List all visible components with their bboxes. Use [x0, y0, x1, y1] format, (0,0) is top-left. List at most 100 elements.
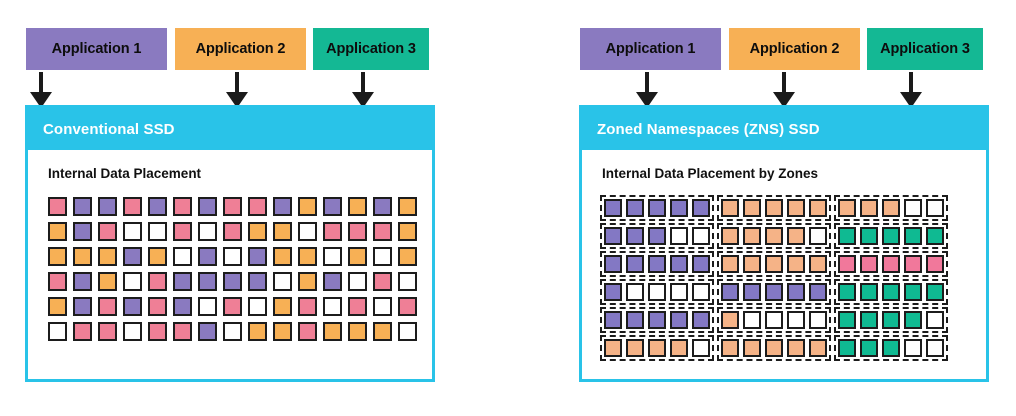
data-block — [809, 311, 827, 329]
arrow-head — [30, 92, 52, 108]
data-block — [198, 197, 217, 216]
data-block — [98, 247, 117, 266]
data-block — [323, 322, 342, 341]
data-block — [809, 283, 827, 301]
zone-cluster — [834, 307, 948, 333]
data-block — [721, 199, 739, 217]
data-block — [692, 227, 710, 245]
app-box-application-2: Application 2 — [729, 28, 860, 70]
data-block — [398, 322, 417, 341]
data-block — [809, 227, 827, 245]
panel-zns-ssd: Application 1 Application 2 Application … — [508, 0, 1016, 416]
data-block — [626, 199, 644, 217]
data-block — [648, 283, 666, 301]
app-box-application-2: Application 2 — [175, 28, 306, 70]
data-block — [73, 247, 92, 266]
data-block — [860, 283, 878, 301]
data-block — [48, 272, 67, 291]
data-block — [648, 227, 666, 245]
arrow-shaft — [235, 72, 239, 96]
app-box-label: Application 1 — [51, 41, 142, 57]
data-block — [626, 255, 644, 273]
data-block — [298, 197, 317, 216]
data-block — [648, 339, 666, 357]
data-block — [398, 222, 417, 241]
data-block — [123, 272, 142, 291]
data-block — [123, 247, 142, 266]
data-block — [604, 227, 622, 245]
data-block — [692, 199, 710, 217]
data-block — [48, 247, 67, 266]
data-block — [721, 311, 739, 329]
data-block — [248, 247, 267, 266]
data-block — [604, 255, 622, 273]
data-block — [648, 311, 666, 329]
data-block — [692, 255, 710, 273]
zone-cluster — [600, 307, 714, 333]
data-block — [882, 283, 900, 301]
data-block — [904, 311, 922, 329]
data-block — [48, 297, 67, 316]
data-block — [765, 227, 783, 245]
data-block — [148, 322, 167, 341]
data-block — [373, 272, 392, 291]
data-block — [273, 222, 292, 241]
data-block — [248, 272, 267, 291]
data-block — [373, 297, 392, 316]
data-block — [173, 322, 192, 341]
data-block — [373, 222, 392, 241]
data-block — [860, 339, 878, 357]
data-block — [626, 283, 644, 301]
zone-cluster — [834, 223, 948, 249]
data-block — [670, 227, 688, 245]
app-box-label: Application 2 — [195, 41, 286, 57]
data-block — [48, 222, 67, 241]
ssd-body-zns: Internal Data Placement by Zones — [582, 150, 986, 361]
data-block — [173, 197, 192, 216]
data-block — [323, 272, 342, 291]
data-block — [626, 339, 644, 357]
data-block — [626, 311, 644, 329]
grid-row — [48, 222, 432, 241]
data-block — [248, 322, 267, 341]
data-block — [882, 199, 900, 217]
data-block — [926, 255, 944, 273]
data-block — [148, 272, 167, 291]
arrow-shaft — [645, 72, 649, 96]
data-block — [809, 339, 827, 357]
data-block — [604, 199, 622, 217]
ssd-title: Conventional SSD — [43, 120, 175, 138]
data-block — [648, 199, 666, 217]
arrow-head — [773, 92, 795, 108]
data-block — [148, 297, 167, 316]
data-block — [765, 255, 783, 273]
data-block — [348, 322, 367, 341]
data-block — [721, 255, 739, 273]
data-block — [148, 222, 167, 241]
data-block — [882, 339, 900, 357]
data-placement-grid-zns — [600, 195, 986, 361]
data-block — [743, 255, 761, 273]
data-block — [670, 255, 688, 273]
zone-cluster — [600, 195, 714, 221]
data-block — [123, 222, 142, 241]
data-block — [670, 283, 688, 301]
data-block — [98, 222, 117, 241]
data-block — [904, 339, 922, 357]
grid-row — [48, 197, 432, 216]
app-box-label: Application 3 — [326, 41, 416, 57]
data-block — [148, 197, 167, 216]
data-block — [838, 339, 856, 357]
data-block — [882, 227, 900, 245]
data-block — [273, 297, 292, 316]
data-block — [223, 247, 242, 266]
data-block — [838, 199, 856, 217]
data-block — [398, 247, 417, 266]
data-block — [73, 197, 92, 216]
arrow-app3-to-ssd — [900, 72, 922, 108]
data-block — [743, 311, 761, 329]
data-block — [787, 339, 805, 357]
data-block — [173, 222, 192, 241]
grid-row — [48, 247, 432, 266]
data-block — [721, 339, 739, 357]
